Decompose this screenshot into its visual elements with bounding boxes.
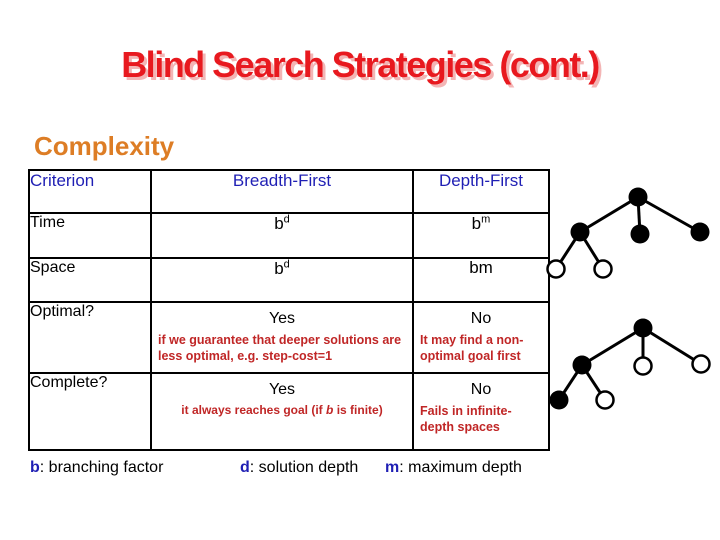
optimal-dfs-value: No — [470, 310, 492, 327]
space-bfs-value: bd — [274, 258, 290, 278]
tree-node-filled — [690, 222, 710, 242]
time-bfs-cell: bd — [150, 212, 414, 259]
tree-edge — [579, 195, 639, 234]
tree-node-filled — [549, 390, 569, 410]
tree-edge — [637, 195, 701, 234]
tree-node-open — [593, 259, 613, 279]
complete-dfs-value: No — [470, 381, 492, 398]
tree-edge — [581, 326, 644, 367]
tree-node-filled — [633, 318, 653, 338]
optimal-dfs-note: It may find a non-optimal goal first — [420, 332, 524, 363]
optimal-bfs-value: Yes — [268, 310, 296, 327]
complete-bfs-note: it always reaches goal (if b is finite) — [181, 402, 383, 417]
slide-title: Blind Search Strategies (cont.) — [121, 44, 600, 85]
header-criterion: Criterion — [28, 169, 152, 214]
time-dfs-cell: bm — [412, 212, 550, 259]
tree-node-open — [633, 356, 653, 376]
complete-dfs-cell: No Fails in infinite-depth spaces — [412, 372, 550, 451]
complete-bfs-value: Yes — [268, 381, 296, 398]
tree-node-filled — [628, 187, 648, 207]
time-dfs-value: bm — [471, 213, 491, 233]
space-label: Space — [28, 257, 152, 303]
legend-b-text: : branching factor — [39, 459, 164, 476]
dfs-tree-diagram — [549, 318, 711, 410]
time-label: Time — [28, 212, 152, 259]
complete-bfs-cell: Yes it always reaches goal (if b is fini… — [150, 372, 414, 451]
table-row-space: Space bd bm — [28, 257, 550, 303]
legend-b: b: branching factor — [30, 459, 163, 477]
bfs-tree-diagram — [546, 187, 710, 279]
legend-m-text: : maximum depth — [399, 459, 522, 476]
optimal-label: Optimal? — [28, 301, 152, 374]
legend-d-symbol: d — [240, 459, 250, 476]
section-heading: Complexity — [34, 131, 175, 161]
time-bfs-value: bd — [274, 213, 290, 233]
tree-node-filled — [570, 222, 590, 242]
header-depth-first: Depth-First — [412, 169, 550, 214]
table-row-complete: Complete? Yes it always reaches goal (if… — [28, 372, 550, 451]
legend-d-text: : solution depth — [249, 459, 359, 476]
space-dfs-value: bm — [469, 258, 493, 277]
optimal-bfs-note: if we guarantee that deeper solutions ar… — [158, 332, 402, 363]
branching-factor-symbol: b — [326, 402, 334, 417]
legend-m: m: maximum depth — [385, 459, 522, 477]
tree-node-open — [546, 259, 566, 279]
space-bfs-cell: bd — [150, 257, 414, 303]
legend-d: d: solution depth — [240, 459, 358, 477]
table-row-optimal: Optimal? Yes if we guarantee that deeper… — [28, 301, 550, 374]
complexity-table: Criterion Breadth-First Depth-First Time… — [28, 169, 550, 451]
optimal-dfs-cell: No It may find a non-optimal goal first — [412, 301, 550, 374]
tree-edge — [642, 326, 702, 366]
complete-label: Complete? — [28, 372, 152, 451]
tree-node-filled — [630, 224, 650, 244]
complete-dfs-note: Fails in infinite-depth spaces — [420, 403, 512, 434]
space-dfs-cell: bm — [412, 257, 550, 303]
table-row-time: Time bd bm — [28, 212, 550, 259]
legend-m-symbol: m — [385, 459, 400, 476]
header-breadth-first: Breadth-First — [150, 169, 414, 214]
tree-node-filled — [572, 355, 592, 375]
tree-node-open — [595, 390, 615, 410]
table-header-row: Criterion Breadth-First Depth-First — [28, 169, 550, 214]
legend-b-symbol: b — [30, 459, 40, 476]
search-tree-diagrams — [546, 187, 711, 410]
tree-node-open — [691, 354, 711, 374]
optimal-bfs-cell: Yes if we guarantee that deeper solution… — [150, 301, 414, 374]
